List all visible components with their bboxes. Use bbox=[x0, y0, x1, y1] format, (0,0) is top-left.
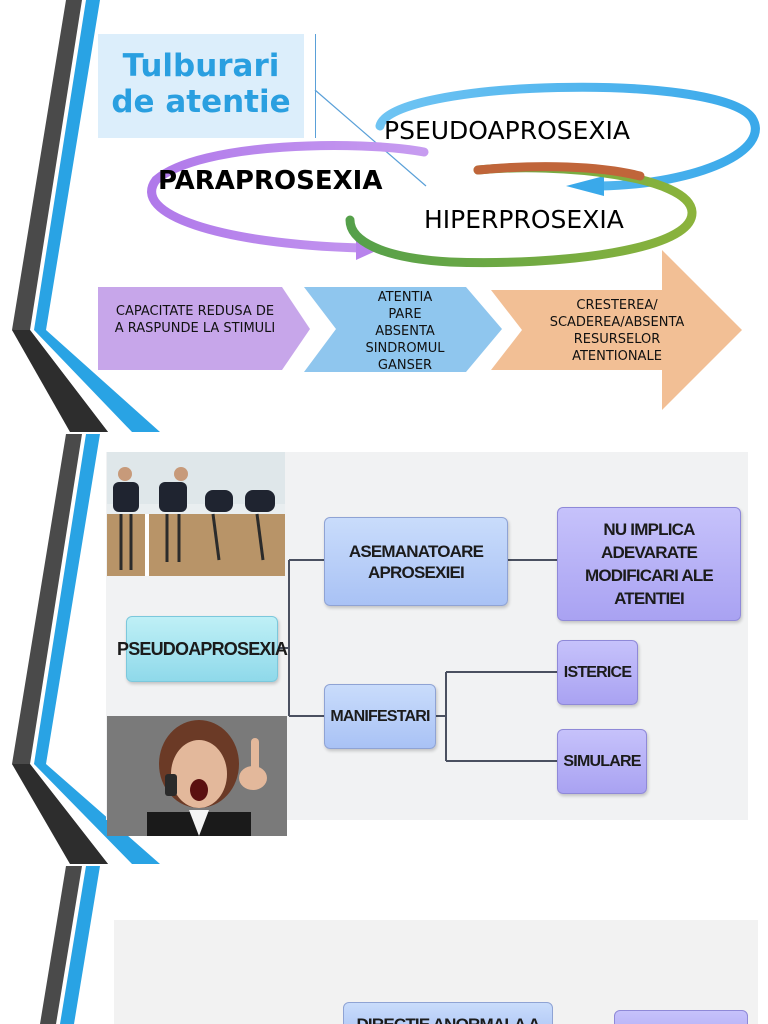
pseudoaprosexia-label: PSEUDOAPROSEXIA bbox=[384, 116, 631, 145]
asemanatoare-aprosexiei-node: ASEMANATOARE APROSEXIEI bbox=[324, 517, 508, 606]
angry-woman-photo bbox=[107, 716, 287, 836]
pseudoaprosexia-node: PSEUDOAPROSEXIA bbox=[117, 616, 288, 682]
orange-cycle-segment bbox=[473, 162, 645, 181]
chevron-process bbox=[98, 250, 742, 410]
chevron-1-text: CAPACITATE REDUSA DE A RASPUNDE LA STIMU… bbox=[114, 304, 276, 336]
purple-cycle-arrow bbox=[147, 140, 429, 253]
title-divider bbox=[315, 34, 316, 138]
dark-stripe-foot bbox=[12, 764, 108, 864]
hiperprosexia-label: HIPERPROSEXIA bbox=[424, 205, 624, 234]
cycle-diagram bbox=[147, 82, 760, 268]
directie-anormala-node: DIRECTIE ANORMALA A bbox=[343, 1002, 553, 1024]
dark-stripe-foot bbox=[12, 330, 108, 432]
blue-cycle-arrow bbox=[375, 82, 760, 191]
dark-stripe bbox=[40, 866, 82, 1024]
title-connector-line bbox=[314, 89, 427, 187]
chevron-3-text: CRESTEREA/ SCADEREA/ABSENTA RESURSELOR A… bbox=[549, 298, 685, 364]
chevron-2 bbox=[304, 287, 502, 372]
simulare-node: SIMULARE bbox=[557, 729, 647, 794]
blue-arrowhead bbox=[566, 176, 604, 196]
manifestari-node: MANIFESTARI bbox=[324, 684, 436, 749]
slide-title: Tulburari de atentie bbox=[111, 48, 291, 120]
chevron-1 bbox=[98, 287, 310, 370]
slide-edge-decoration bbox=[12, 0, 160, 432]
slide-1: Tulburari de atentie PSEUDOAPROSEXIA PAR… bbox=[0, 0, 768, 432]
dark-stripe bbox=[12, 434, 108, 864]
slide-3: DIRECTIE ANORMALA A bbox=[0, 866, 768, 1024]
meeting-photo bbox=[107, 452, 285, 576]
people-sleeping-photo-illustration bbox=[107, 452, 285, 576]
paraprosexia-label: PARAPROSEXIA bbox=[158, 166, 383, 196]
blue-stripe bbox=[34, 0, 160, 432]
slide-edge-decoration bbox=[12, 434, 160, 864]
blue-stripe bbox=[60, 866, 100, 1024]
chevron-2-text: ATENTIA PARE ABSENTA SINDROMUL GANSER bbox=[365, 290, 445, 373]
chevron-3-arrow bbox=[491, 250, 742, 410]
nu-implica-node: NU IMPLICA ADEVARATE MODIFICARI ALE ATEN… bbox=[557, 507, 741, 621]
isterice-node: ISTERICE bbox=[557, 640, 638, 705]
title-box bbox=[98, 34, 304, 138]
slide-edge-decoration bbox=[40, 866, 100, 1024]
dark-stripe bbox=[12, 0, 108, 432]
slide-3-right-node bbox=[614, 1010, 748, 1024]
tree-connectors bbox=[277, 559, 557, 762]
slide-2: PSEUDOAPROSEXIA ASEMANATOARE APROSEXIEI … bbox=[0, 434, 768, 864]
angry-woman-photo-illustration bbox=[107, 716, 287, 836]
blue-stripe bbox=[34, 434, 160, 864]
